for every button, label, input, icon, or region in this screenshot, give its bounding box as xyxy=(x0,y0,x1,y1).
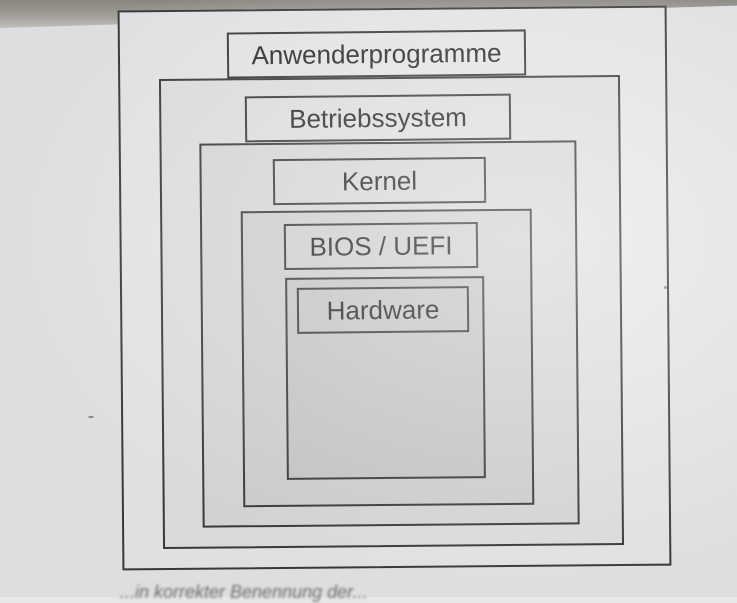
paper-speck xyxy=(664,286,667,289)
label-applications: Anwenderprogramme xyxy=(226,29,527,79)
figure-caption: ...in korrekter Benennung der... xyxy=(120,582,368,602)
label-firmware: BIOS / UEFI xyxy=(283,221,479,271)
label-operating-system: Betriebssystem xyxy=(244,93,512,143)
label-hardware: Hardware xyxy=(296,286,470,334)
label-kernel: Kernel xyxy=(272,156,487,206)
paper-speck xyxy=(88,416,94,418)
